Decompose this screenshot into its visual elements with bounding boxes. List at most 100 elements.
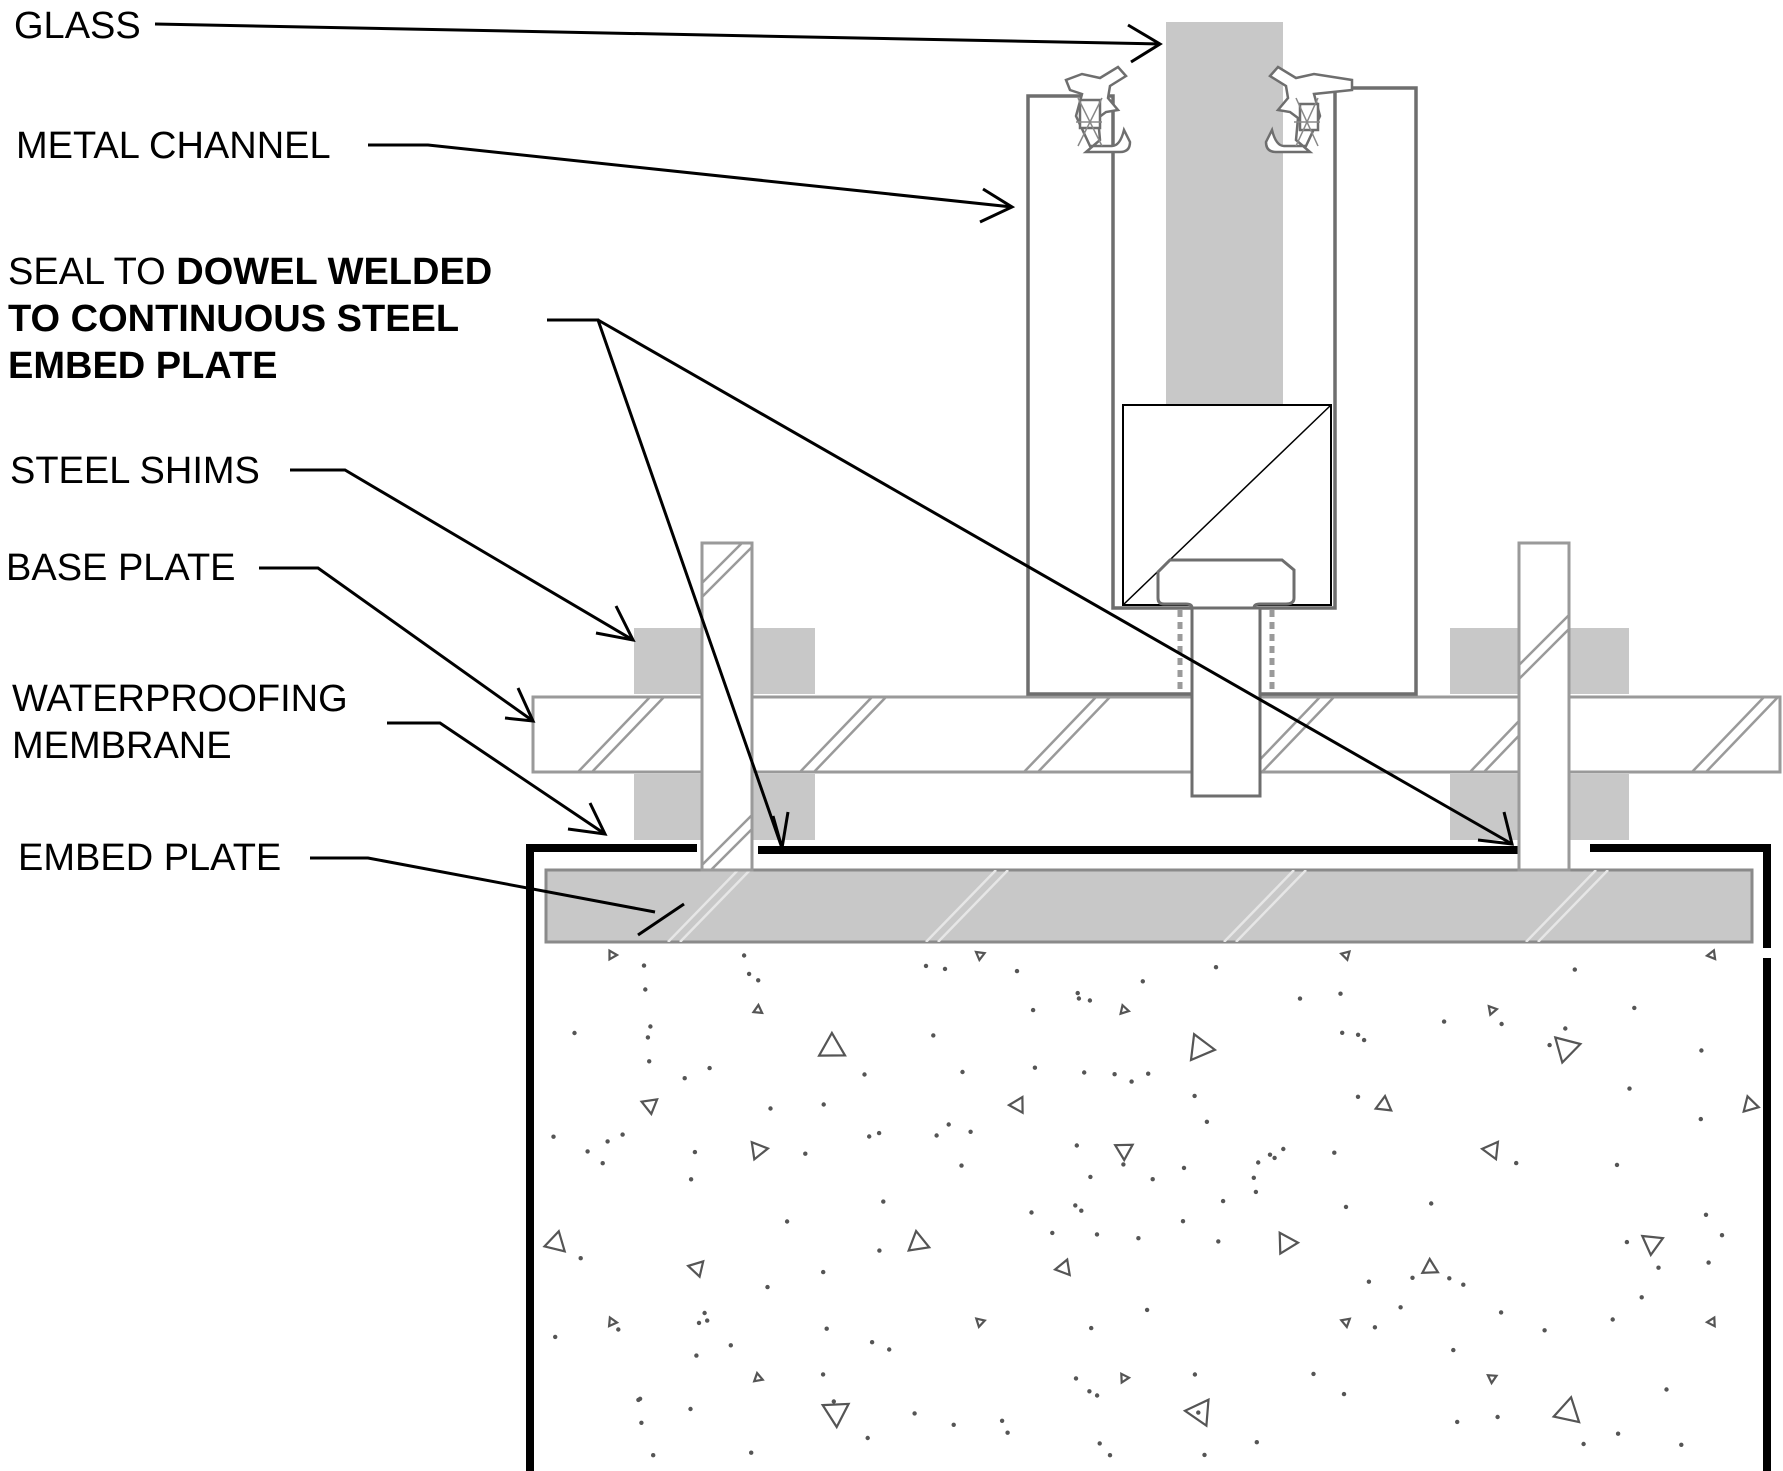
aggregate-stone	[752, 1370, 765, 1383]
aggregate-dot	[968, 1129, 973, 1135]
aggregate-dot	[1699, 1048, 1704, 1053]
aggregate-dot	[768, 1106, 773, 1111]
aggregate-stone	[1742, 1094, 1761, 1114]
label-seal-bold-1: DOWEL WELDED	[176, 251, 492, 293]
aggregate-dot	[1192, 1093, 1197, 1099]
aggregate-dot	[946, 1122, 951, 1127]
aggregate-dot	[1129, 1079, 1134, 1084]
aggregate-dot	[820, 1372, 826, 1377]
aggregate-dot	[1079, 1208, 1084, 1213]
aggregate-dot	[1075, 990, 1080, 996]
aggregate-dot	[1029, 1210, 1034, 1215]
aggregate-dot	[1073, 1203, 1078, 1208]
aggregate-dot	[682, 1076, 687, 1081]
aggregate-dot	[1372, 1325, 1378, 1330]
aggregate-dot	[647, 1059, 652, 1064]
aggregate-stone	[1487, 1004, 1500, 1017]
aggregate-dot	[1455, 1419, 1460, 1425]
aggregate-stone	[1113, 1143, 1135, 1163]
aggregate-dot	[1112, 1072, 1117, 1077]
aggregate-stone	[1119, 1003, 1132, 1016]
aggregate-dot	[1447, 1276, 1452, 1281]
aggregate-dot	[585, 1149, 590, 1154]
aggregate-dot	[1107, 1453, 1113, 1458]
aggregate-dot	[688, 1177, 694, 1182]
aggregate-dot	[1311, 1371, 1316, 1377]
aggregate-dot	[960, 1069, 965, 1075]
aggregate-dot	[1014, 968, 1020, 974]
aggregate-dot	[1251, 1175, 1257, 1181]
aggregate-dot	[803, 1151, 808, 1156]
leader-embed-plate	[310, 856, 685, 937]
aggregate-stone	[751, 1002, 764, 1015]
waterproofing-membrane	[526, 844, 1771, 1471]
concrete-aggregate	[542, 948, 1761, 1430]
leader-base-plate	[259, 566, 536, 723]
aggregate-dot	[1514, 1160, 1519, 1166]
aggregate-dot	[1254, 1440, 1260, 1445]
label-base-plate: BASE PLATE	[6, 547, 236, 589]
aggregate-dot	[881, 1199, 886, 1204]
aggregate-dot	[605, 1139, 610, 1144]
dowel-right	[1517, 541, 1571, 872]
aggregate-dot	[1703, 1212, 1709, 1218]
concrete-slab	[529, 850, 1767, 1471]
aggregate-dot	[912, 1411, 917, 1416]
label-metal-channel: METAL CHANNEL	[16, 125, 331, 167]
aggregate-dot	[1087, 1389, 1092, 1394]
aggregate-dot	[877, 1248, 882, 1253]
aggregate-dot	[821, 1269, 826, 1275]
aggregate-dot	[862, 1072, 867, 1077]
aggregate-dot	[696, 1320, 702, 1326]
aggregate-dot	[1499, 1021, 1504, 1027]
aggregate-stone	[1640, 1234, 1665, 1258]
aggregate-dot	[600, 1161, 605, 1166]
aggregate-dot	[765, 1284, 770, 1290]
aggregate-dot	[1094, 1393, 1100, 1398]
aggregate-stone	[1052, 1257, 1072, 1277]
leader-glass	[154, 22, 1163, 64]
aggregate-dot	[1094, 1232, 1100, 1237]
embed-plate	[544, 868, 1754, 944]
aggregate-dot	[1050, 1230, 1055, 1236]
aggregate-dot	[865, 1435, 870, 1441]
aggregate-dot	[1429, 1201, 1434, 1206]
aggregate-dot	[1196, 1410, 1201, 1415]
leader-seal	[547, 318, 1514, 849]
aggregate-dot	[1338, 991, 1343, 996]
label-seal-line3: EMBED PLATE	[8, 345, 278, 387]
aggregate-dot	[1581, 1441, 1586, 1447]
aggregate-dot	[551, 1134, 556, 1139]
aggregate-dot	[869, 1340, 875, 1345]
aggregate-dot	[1256, 1160, 1261, 1165]
aggregate-dot	[1706, 1260, 1711, 1265]
aggregate-dot	[1074, 1143, 1080, 1148]
aggregate-stone	[1189, 1032, 1218, 1062]
label-glass: GLASS	[14, 5, 141, 47]
aggregate-dot	[1216, 1239, 1221, 1244]
aggregate-dot	[702, 1310, 707, 1316]
aggregate-dot	[1272, 1155, 1277, 1161]
aggregate-dot	[1572, 967, 1578, 972]
aggregate-dot	[1073, 1376, 1079, 1381]
aggregate-stone	[1278, 1230, 1301, 1256]
aggregate-dot	[1332, 1150, 1337, 1155]
aggregate-dot	[934, 1133, 939, 1138]
aggregate-dot	[688, 1406, 693, 1412]
aggregate-dot	[1656, 1265, 1661, 1270]
aggregate-dot	[1398, 1305, 1403, 1310]
aggregate-dot	[1679, 1442, 1684, 1448]
aggregate-dot	[1030, 1007, 1036, 1013]
aggregate-dot	[1664, 1387, 1669, 1392]
aggregate-dot	[578, 1256, 583, 1261]
concrete-dots	[551, 953, 1725, 1458]
aggregate-dot	[887, 1347, 892, 1352]
aggregate-dot	[705, 1318, 710, 1323]
aggregate-dot	[959, 1163, 964, 1168]
aggregate-dot	[1719, 1233, 1725, 1238]
aggregate-dot	[1267, 1152, 1273, 1157]
gasket-left	[1064, 65, 1132, 154]
aggregate-dot	[867, 1134, 872, 1139]
aggregate-dot	[1032, 1065, 1038, 1070]
aggregate-dot	[784, 1219, 790, 1224]
